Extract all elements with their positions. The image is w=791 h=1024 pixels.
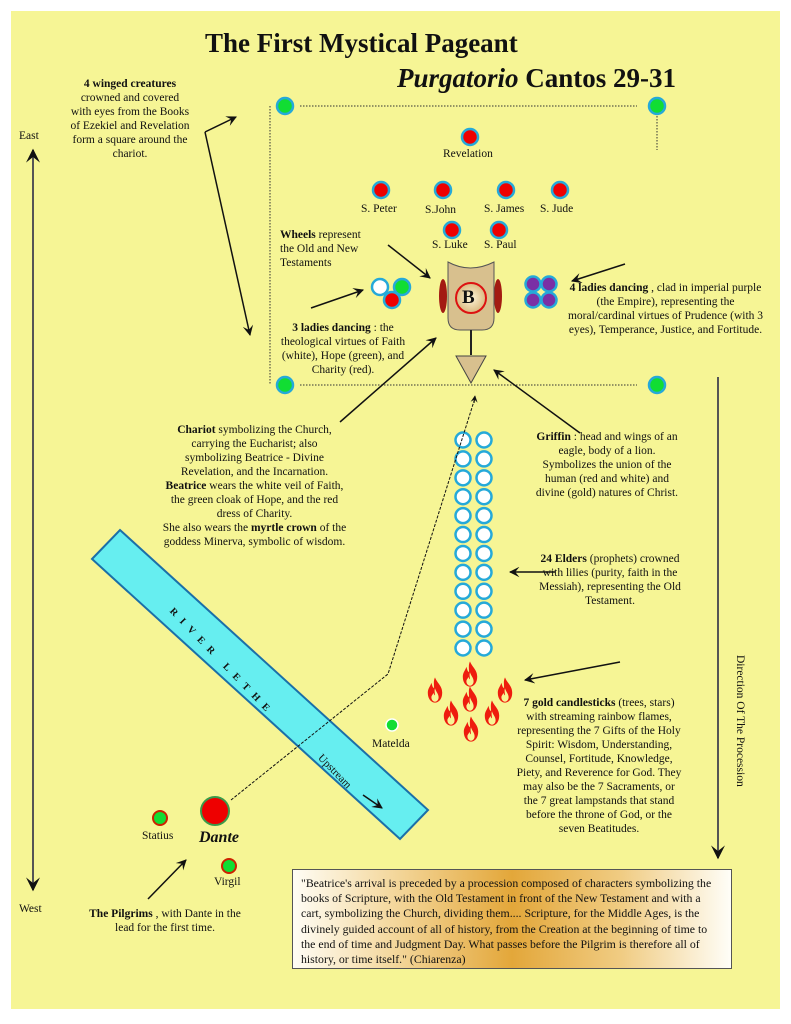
new-testament-figures [371,127,570,240]
chariot [439,261,502,385]
elder-marker [454,487,472,506]
elder-marker [454,525,472,544]
dante-marker [200,796,230,826]
winged-creatures [275,96,667,395]
river-lethe [90,528,430,841]
diagram-background [11,11,780,1009]
creature-marker [647,375,667,395]
procession-direction-label: Direction Of The Procession [734,655,746,787]
east-label: East [19,130,39,142]
candlestick-flame [427,677,443,703]
candlestick-flame [462,661,478,687]
wheel-left [439,279,447,313]
candlestick-flame [497,677,513,703]
pointer-arrows [147,116,626,900]
candlesticks-note: 7 gold candlesticks (trees, stars) with … [516,697,682,835]
elder-marker [475,620,493,638]
griffin-note: Griffin : head and wings of an eagle, bo… [535,431,679,499]
three-ladies [370,277,412,310]
apostle-marker [489,220,509,240]
elder-marker [475,431,493,449]
elder-marker [475,563,493,582]
elder-marker [475,601,493,619]
four-ladies-note: 4 ladies dancing , clad in imperial purp… [567,282,764,336]
west-label: West [19,903,42,915]
beatrice-letter: B [462,287,475,308]
matelda-marker [385,718,399,732]
elder-marker [454,620,472,638]
revelation-marker [460,127,480,147]
candlesticks-group [427,661,513,742]
elder-marker [475,469,493,487]
elder-marker [475,639,493,657]
beatrice-marker [455,282,487,314]
elder-marker [454,563,472,582]
apostle-marker [371,180,391,200]
virgil-marker [221,858,237,874]
candlestick-flame [462,686,478,712]
elder-marker [475,487,493,506]
apostle-label-peter: S. Peter [361,203,397,215]
elder-marker [454,639,472,657]
elders-group [454,431,493,657]
elder-marker [454,469,472,487]
elder-marker [454,506,472,525]
candlestick-flame [443,700,459,726]
revelation-label: Revelation [443,148,493,160]
four-ladies [524,275,558,309]
subtitle-rest: Cantos 29-31 [518,63,677,93]
apostle-label-luke: S. Luke [432,239,468,251]
subtitle-italic: Purgatorio [397,63,519,93]
candlestick-flame [484,700,500,726]
chariot-note: Chariot symbolizing the Church, carrying… [162,424,347,548]
elder-marker [454,601,472,619]
creatures-square [269,105,658,386]
chiarenza-quote-box: "Beatrice's arrival is preceded by a pro… [292,869,732,969]
elder-marker [475,450,493,468]
apostle-marker [550,180,570,200]
apostle-label-jude: S. Jude [540,203,574,215]
three-ladies-note: 3 ladies dancing : the theological virtu… [280,322,406,376]
page-subtitle: Purgatorio Cantos 29-31 [397,63,676,93]
elder-marker [454,544,472,563]
elder-marker [475,582,493,601]
apostle-label-james: S. James [484,203,525,215]
pilgrims [152,718,399,874]
creature-marker [275,375,295,395]
elders-note: 24 Elders (prophets) crowned with lilies… [539,553,681,607]
statius-label: Statius [142,830,174,842]
elder-marker [454,450,472,468]
page-title: The First Mystical Pageant [205,28,518,58]
apostle-marker [496,180,516,200]
apostle-marker [433,180,453,200]
elder-marker [475,544,493,563]
pilgrims-note: The Pilgrims , with Dante in the lead fo… [89,908,241,934]
matelda-label: Matelda [372,738,410,750]
wheel-right [494,279,502,313]
elder-marker [454,582,472,601]
wheels-note: Wheels represent the Old and New Testame… [280,229,361,269]
apostle-marker [442,220,462,240]
apostle-label-paul: S. Paul [484,239,517,251]
dante-path [230,397,476,801]
elder-marker [475,506,493,525]
statius-marker [152,810,168,826]
dante-label: Dante [199,829,239,846]
elder-marker [475,525,493,544]
creature-marker [647,96,667,116]
creature-marker [275,96,295,116]
elder-marker [454,431,472,449]
virgil-label: Virgil [214,876,241,888]
griffin-marker [455,355,487,385]
apostle-label-john: S.John [425,204,456,216]
candlestick-flame [463,716,479,742]
